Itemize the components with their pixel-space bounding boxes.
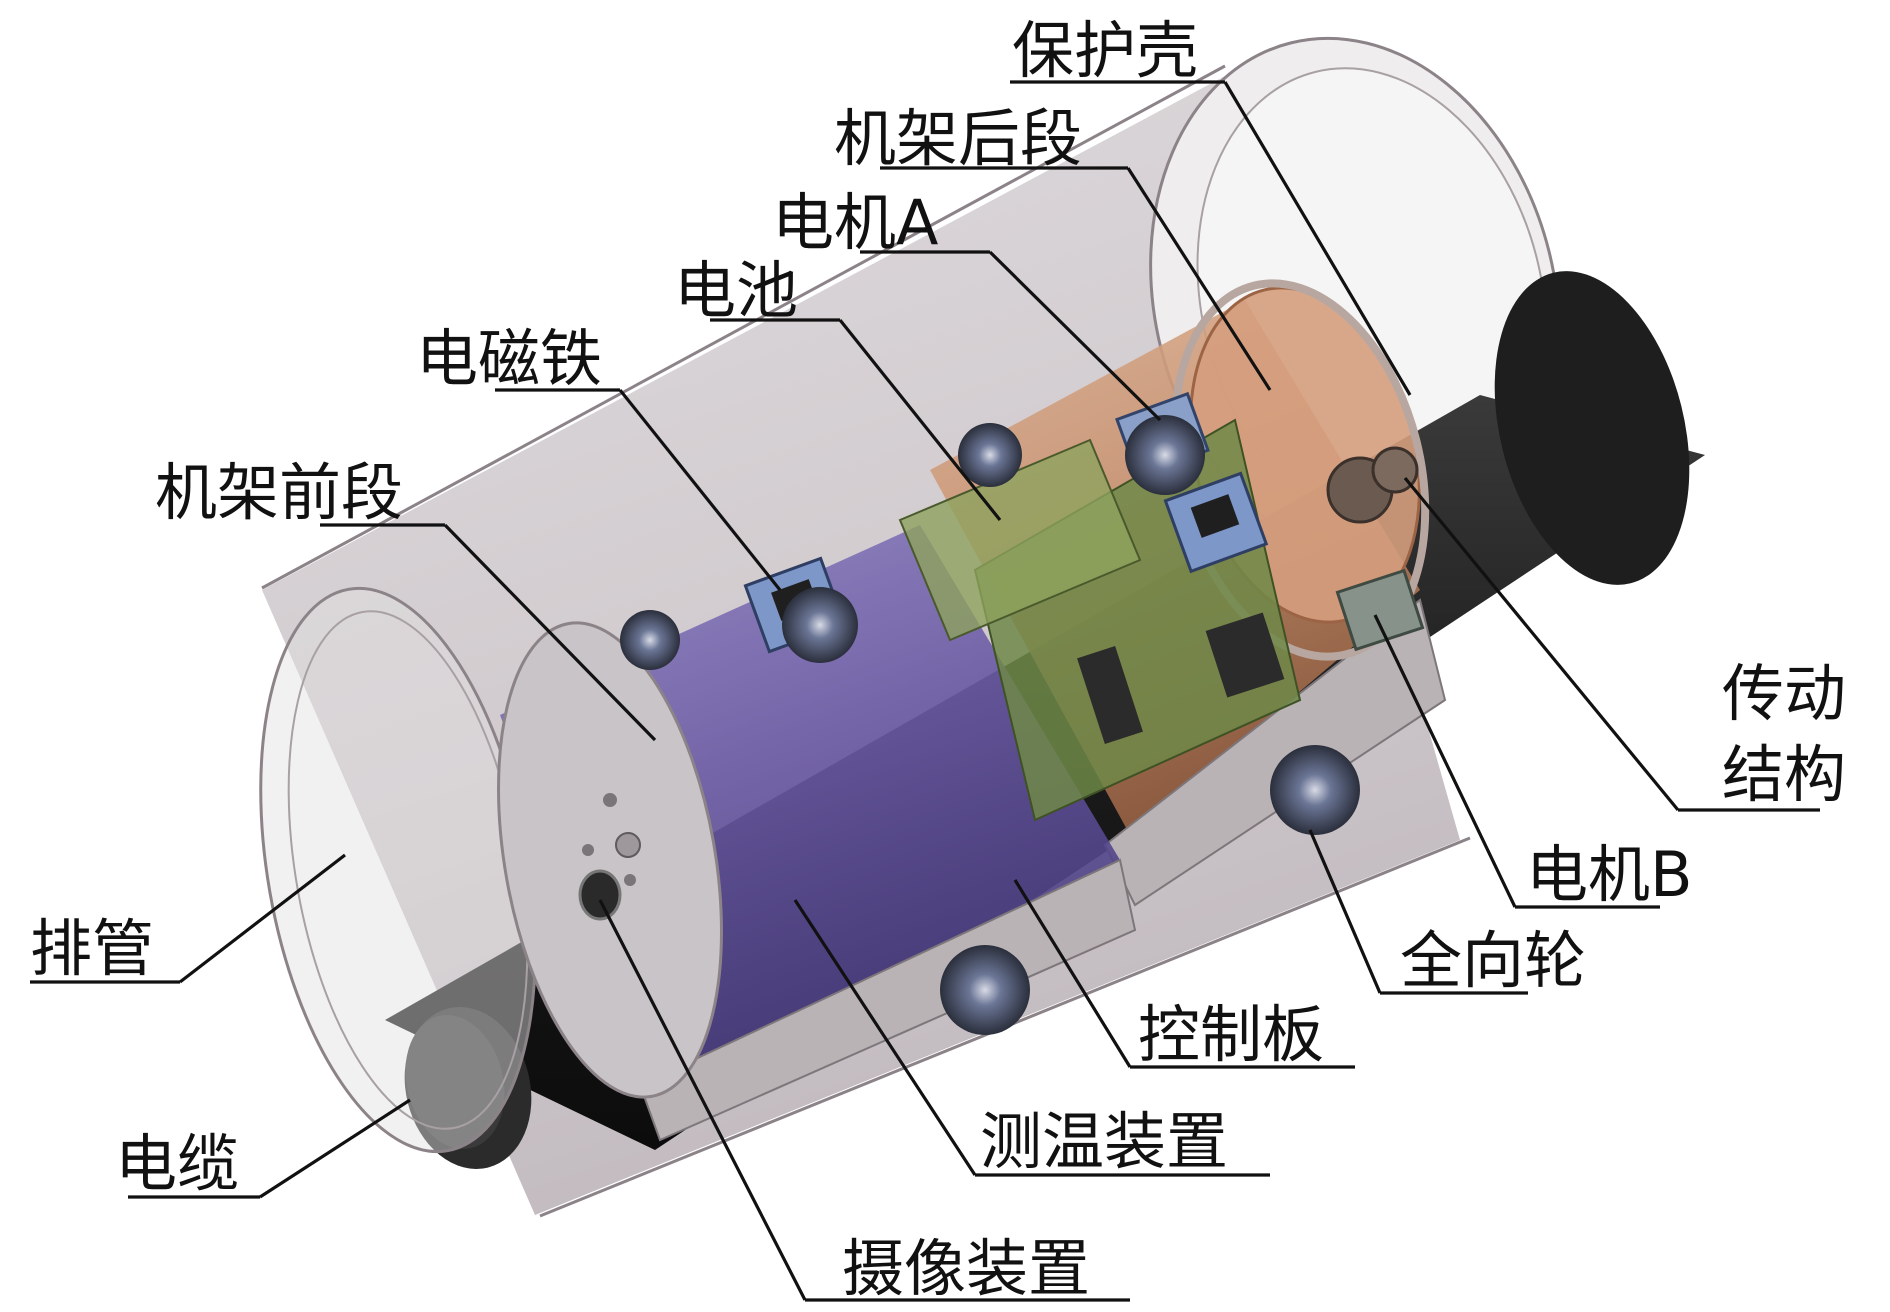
front-bolt: [603, 793, 617, 807]
leader-motor-b: [1373, 614, 1517, 908]
omni-wheel: [1270, 745, 1360, 835]
label-cable: 电缆: [115, 1127, 239, 1200]
label-motor-a: 电机A: [772, 186, 938, 259]
omni-wheel: [940, 945, 1030, 1035]
electromagnet: [743, 471, 1269, 654]
leader-cable: [259, 1098, 411, 1199]
leader-electromagnet: [618, 389, 782, 591]
battery: [898, 438, 1142, 642]
front-bolt: [615, 832, 641, 858]
leader-frame-front: [443, 523, 657, 742]
label-camera: 摄像装置: [842, 1232, 1090, 1305]
leader-battery: [838, 319, 1002, 521]
motor-b: [1335, 568, 1425, 652]
label-protective-shell: 保护壳: [1012, 14, 1198, 87]
board-connector: [1205, 612, 1285, 698]
board-connector: [1077, 646, 1143, 744]
omni-wheels: [620, 415, 1360, 1035]
leader-frame-rear: [1126, 167, 1272, 391]
cable-end-rear: [1494, 271, 1690, 585]
label-omni-wheel: 全向轮: [1400, 924, 1586, 997]
pipe-top-edge: [261, 64, 1226, 590]
leader-transmission: [1403, 476, 1680, 812]
label-frame-front: 机架前段: [155, 456, 403, 529]
label-frame-rear: 机架后段: [834, 102, 1082, 175]
front-bolt: [582, 844, 594, 856]
leader-protective-shell: [1223, 81, 1412, 396]
omni-wheel: [620, 610, 680, 670]
leader-motor-a: [988, 250, 1162, 422]
leader-pipe: [179, 853, 346, 984]
omni-wheel: [958, 423, 1022, 487]
frame-front-end-plate: [497, 621, 723, 1099]
electromagnet-face: [1190, 494, 1240, 538]
label-pipe: 排管: [30, 912, 154, 985]
frame-front-skirt: [638, 858, 1137, 1142]
leader-lines: [30, 80, 1820, 1302]
label-motor-b: 电机B: [1526, 838, 1693, 911]
leader-camera: [598, 899, 807, 1301]
label-electromagnet: 电磁铁: [416, 322, 602, 395]
omni-wheel: [782, 587, 858, 663]
label-battery: 电池: [674, 254, 798, 327]
leader-temp-device: [793, 899, 977, 1176]
label-transmission-line1: 传动: [1722, 657, 1846, 730]
label-control-board: 控制板: [1138, 998, 1324, 1071]
front-bolt: [624, 874, 636, 886]
camera-lens: [578, 869, 622, 921]
label-transmission-line2: 结构: [1722, 738, 1846, 811]
leader-control-board: [1013, 879, 1132, 1068]
label-temp-device: 测温装置: [980, 1105, 1228, 1178]
labels: 保护壳 机架后段 电机A 电池 电磁铁 机架前段 传动 结构 电机B 全向轮 排…: [30, 14, 1846, 1305]
omni-wheel: [1125, 415, 1205, 495]
leader-omni-wheel: [1308, 829, 1382, 994]
